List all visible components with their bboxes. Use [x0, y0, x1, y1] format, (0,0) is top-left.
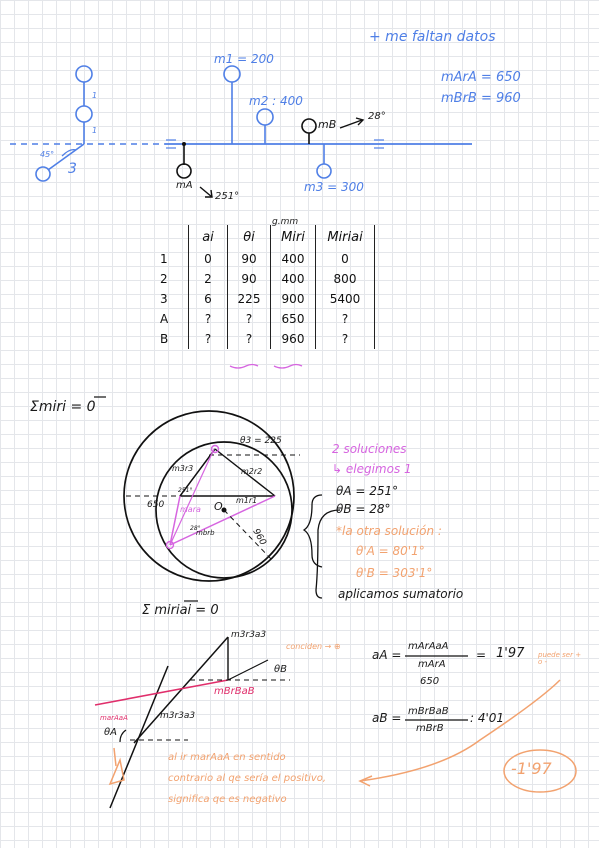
header-miriai: Miriai — [315, 225, 375, 249]
formula-aB-label: aB = — [372, 711, 402, 725]
table-units: g.mm — [272, 217, 299, 227]
cell-miri: 400 — [270, 269, 316, 289]
cell-ai: ? — [188, 329, 228, 349]
cell-miriai: 800 — [315, 269, 375, 289]
label-m3: m3 = 300 — [304, 180, 364, 194]
formula-aA-note: puede ser + o - — [538, 651, 582, 666]
label-m1r1: m1r1 — [236, 496, 258, 505]
label-m3r3a3-top: m3r3a3 — [231, 630, 267, 640]
dim-1-bottom: 1 — [92, 126, 98, 135]
label-m2r2: m2r2 — [241, 467, 263, 476]
equation-sum-miri: Σmiri = 0 — [30, 399, 96, 415]
label-conciden: conciden → ⊕ — [286, 642, 341, 651]
formula-aB-denominator: mBrB — [416, 723, 444, 734]
other-solution-thetaA: θ'A = 80'1° — [356, 544, 425, 558]
formula-aA-equals: = — [476, 648, 487, 662]
cell-miri: 900 — [270, 289, 316, 309]
header-theta: θi — [227, 225, 271, 249]
cell-theta: ? — [227, 309, 271, 329]
label-mB: mB — [318, 118, 337, 131]
final-answer: -1'97 — [511, 759, 552, 778]
apply-summation: aplicamos sumatorio — [338, 587, 464, 601]
row-label: 1 — [160, 252, 168, 266]
remark-line-3: significa qe es negativo — [168, 794, 287, 805]
cell-ai: ? — [188, 309, 228, 329]
table-row: 3 6 225 900 5400 — [150, 289, 375, 309]
solution-thetaB: θB = 28° — [336, 502, 391, 516]
other-solution-thetaB: θ'B = 303'1° — [356, 566, 433, 580]
row-label: A — [160, 312, 169, 326]
cell-ai: 0 — [188, 249, 228, 269]
cell-miriai: ? — [315, 329, 375, 349]
table-header: ai θi Miri Miriai — [150, 225, 375, 249]
cell-miriai: 5400 — [315, 289, 375, 309]
label-mBrB: mBrB = 960 — [441, 91, 521, 106]
formula-aA-value: 1'97 — [496, 646, 525, 661]
label-650: 650 — [147, 500, 165, 510]
formula-aA-denominator-value: 650 — [420, 676, 440, 687]
label-m3r3: m3r3 — [172, 464, 194, 473]
table-row: B ? ? 960 ? — [150, 329, 375, 349]
label-251deg: 251° — [178, 487, 193, 494]
table-row: 1 0 90 400 0 — [150, 249, 375, 269]
formula-aB-numerator: mBrBaB — [408, 706, 449, 717]
label-m1: m1 = 200 — [214, 52, 274, 66]
label-28deg: 28° — [190, 525, 201, 532]
remark-line-1: al ir marAaA en sentido — [168, 752, 286, 763]
formula-aA-numerator: mArAaA — [408, 641, 449, 652]
cell-ai: 6 — [188, 289, 228, 309]
label-45deg: 45° — [40, 150, 55, 159]
cell-theta: 90 — [227, 249, 271, 269]
row-label: 3 — [160, 292, 168, 306]
label-3: 3 — [68, 161, 77, 177]
label-origin: O — [214, 500, 223, 513]
cell-miri: 400 — [270, 249, 316, 269]
other-solution-label: *la otra solución : — [336, 524, 442, 538]
header-ai: ai — [188, 225, 228, 249]
solution-thetaA: θA = 251° — [336, 484, 399, 498]
table-row: 2 2 90 400 800 — [150, 269, 375, 289]
label-marAaA: marAaA — [100, 714, 128, 722]
header-miri: Miri — [270, 225, 316, 249]
cell-theta: 90 — [227, 269, 271, 289]
label-angle-A: 251° — [215, 191, 240, 202]
solutions-title: 2 soluciones — [332, 442, 407, 456]
dim-1-top: 1 — [92, 91, 98, 100]
cell-theta: ? — [227, 329, 271, 349]
row-label: 2 — [160, 272, 168, 286]
formula-aA-label: aA = — [372, 648, 402, 662]
cell-miriai: 0 — [315, 249, 375, 269]
cell-miriai: ? — [315, 309, 375, 329]
row-label: B — [160, 332, 169, 346]
cell-theta: 225 — [227, 289, 271, 309]
data-table: ai θi Miri Miriai 1 0 90 400 0 2 2 90 40… — [150, 225, 375, 349]
label-mArA: mArA = 650 — [441, 70, 521, 85]
label-mA: mA — [176, 180, 193, 191]
label-m2: m2 : 400 — [249, 94, 303, 108]
cell-miri: 650 — [270, 309, 316, 329]
label-m3r3a3-bottom: m3r3a3 — [160, 711, 196, 721]
label-mara: mara — [180, 505, 201, 514]
label-mBrBaB: mBrBaB — [214, 686, 255, 697]
equation-sum-miriai: Σ miriai = 0 — [142, 603, 219, 618]
cell-miri: 960 — [270, 329, 316, 349]
label-angle-B: 28° — [368, 111, 386, 122]
cell-ai: 2 — [188, 269, 228, 289]
label-thetaA-poly: θA — [104, 727, 117, 738]
remark-line-2: contrario al qe sería el positivo, — [168, 773, 327, 784]
label-theta3: θ3 = 225 — [240, 436, 282, 446]
note-missing-data: + me faltan datos — [369, 29, 496, 45]
label-mbrb: mbrb — [196, 529, 215, 537]
label-thetaB-poly: θB — [274, 664, 287, 675]
formula-aA-denominator: mArA — [418, 659, 446, 670]
formula-aB-value: : 4'01 — [470, 711, 505, 725]
solutions-choose: ↳ elegimos 1 — [332, 462, 412, 476]
table-row: A ? ? 650 ? — [150, 309, 375, 329]
